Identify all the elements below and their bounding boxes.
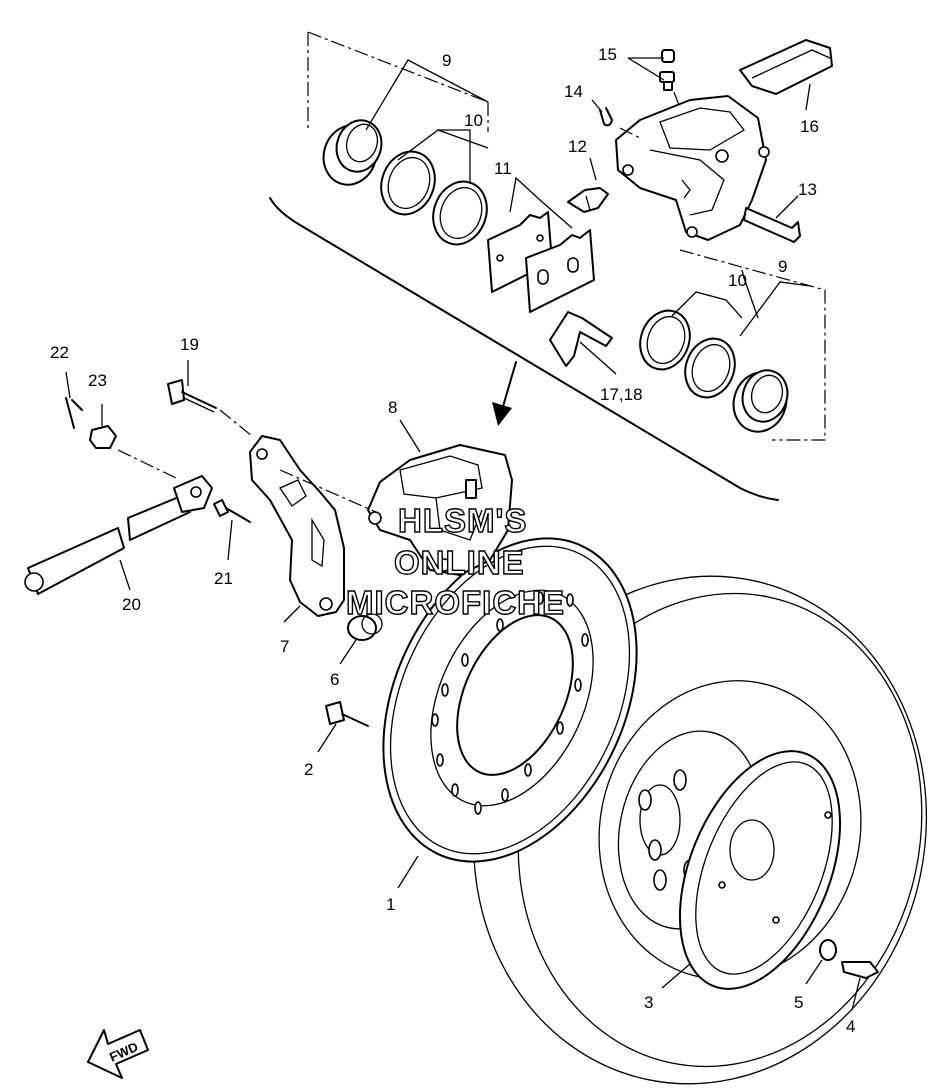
washer-5 bbox=[819, 939, 837, 961]
callout-11: 11 bbox=[494, 159, 512, 178]
callout-21: 21 bbox=[214, 569, 233, 588]
callout-1: 1 bbox=[386, 895, 395, 914]
caliper-bracket bbox=[249, 435, 345, 617]
callout-8: 8 bbox=[388, 398, 397, 417]
bolt-19 bbox=[167, 379, 217, 413]
detail-arrow bbox=[492, 361, 517, 426]
callout-17-18: 17,18 bbox=[600, 385, 643, 404]
pad-cover bbox=[739, 39, 833, 95]
torque-rod bbox=[24, 475, 213, 595]
callout-15: 15 bbox=[598, 45, 617, 64]
seal-upper-a bbox=[380, 150, 436, 216]
callout-3: 3 bbox=[644, 993, 653, 1012]
callout-23: 23 bbox=[88, 371, 107, 390]
callout-20: 20 bbox=[122, 595, 141, 614]
leader-lines bbox=[65, 57, 861, 1011]
brake-pad-rear bbox=[487, 211, 553, 293]
caliper-detail-inset bbox=[269, 31, 826, 501]
pad-pin bbox=[743, 207, 801, 243]
caliper-assembly bbox=[367, 444, 513, 576]
seal-lower-b bbox=[684, 337, 736, 399]
callout-4: 4 bbox=[846, 1017, 855, 1036]
callout-7: 7 bbox=[280, 637, 289, 656]
piston-lower bbox=[732, 369, 789, 433]
callout-13: 13 bbox=[798, 180, 817, 199]
alignment-lines bbox=[117, 91, 681, 513]
watermark-line-3: MICROFICHE bbox=[346, 584, 565, 621]
caliper-body-detail bbox=[615, 95, 770, 241]
callout-9-upper: 9 bbox=[442, 51, 451, 70]
callout-5: 5 bbox=[794, 993, 803, 1012]
callout-10-upper: 10 bbox=[464, 111, 483, 130]
callout-16: 16 bbox=[800, 117, 819, 136]
callout-12: 12 bbox=[568, 137, 587, 156]
brake-disc bbox=[382, 537, 638, 863]
watermark: HLSM'S ONLINE MICROFICHE bbox=[345, 501, 565, 621]
seal-lower-a bbox=[639, 309, 691, 371]
collar bbox=[347, 613, 383, 641]
nut-23 bbox=[89, 425, 117, 449]
piston-upper bbox=[322, 119, 383, 186]
pin-clip bbox=[599, 107, 613, 127]
callout-22: 22 bbox=[50, 343, 69, 362]
callout-9-lower: 9 bbox=[778, 257, 787, 276]
callout-19: 19 bbox=[180, 335, 199, 354]
callout-14: 14 bbox=[564, 82, 583, 101]
callout-labels: 9 10 11 12 14 15 16 13 10 9 17,18 22 23 … bbox=[50, 45, 855, 1036]
watermark-line-1: HLSM'S bbox=[398, 502, 527, 539]
bolt-4 bbox=[841, 961, 879, 979]
pad-spring bbox=[567, 187, 609, 213]
bolt-2 bbox=[325, 701, 369, 727]
callout-6: 6 bbox=[330, 670, 339, 689]
watermark-line-2: ONLINE bbox=[394, 544, 525, 581]
bleed-screw bbox=[659, 49, 675, 91]
pad-support bbox=[549, 311, 613, 367]
bolt-21 bbox=[213, 499, 251, 523]
wheel-ring bbox=[678, 750, 842, 990]
seal-upper-b bbox=[432, 180, 488, 246]
cotter-pin-22 bbox=[65, 397, 83, 429]
callout-10-lower: 10 bbox=[728, 271, 747, 290]
callout-2: 2 bbox=[304, 760, 313, 779]
forward-arrow-icon: FWD bbox=[87, 1029, 149, 1079]
brake-pad-front bbox=[525, 229, 595, 313]
